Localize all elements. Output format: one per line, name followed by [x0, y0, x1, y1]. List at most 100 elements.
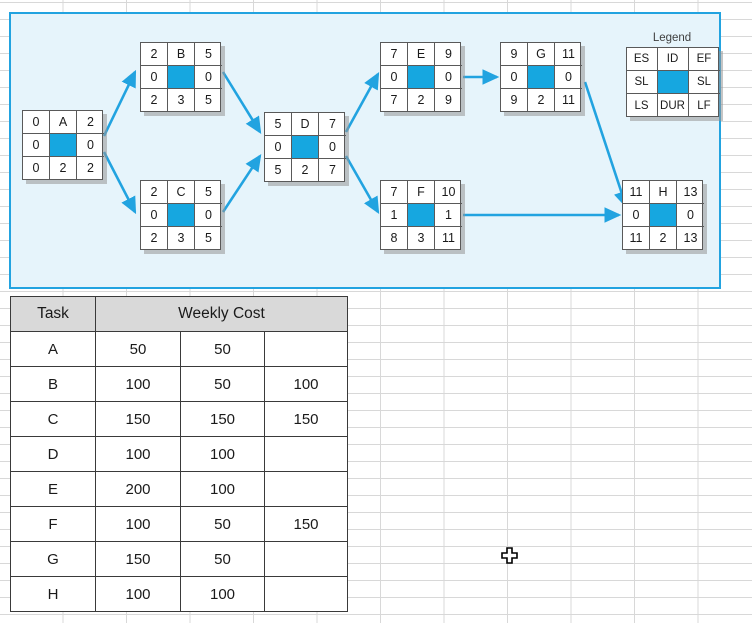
- edge-d-e: [344, 71, 380, 133]
- node-g-lf: 11: [562, 93, 575, 108]
- cell-week1: 150: [95, 401, 181, 437]
- table-row[interactable]: C 150 150 150: [10, 401, 348, 437]
- node-h-highlight: [650, 204, 677, 227]
- node-a-es: 0: [23, 111, 50, 134]
- node-g-ef: 11: [555, 43, 582, 66]
- legend-cell-ls: LS: [627, 94, 658, 117]
- node-g-dur: 2: [528, 89, 555, 112]
- excel-cross-cursor-icon: [501, 547, 518, 564]
- cell-week3: [264, 331, 348, 367]
- node-a-sl-right: 0: [77, 134, 104, 157]
- node-h-sl-left: 0: [623, 204, 650, 227]
- legend: Legend ES ID EF SL SL LS DUR LF: [622, 32, 722, 117]
- header-task: Task: [10, 296, 96, 332]
- node-b-dur: 3: [168, 89, 195, 112]
- node-c-ef: 5: [195, 181, 222, 204]
- node-b-sl-right: 0: [195, 66, 222, 89]
- cell-task: C: [10, 401, 96, 437]
- edge-a-c: [102, 151, 137, 215]
- node-d-dur: 2: [292, 159, 319, 182]
- cell-week3: [264, 576, 348, 612]
- node-e-sl-left: 0: [381, 66, 408, 89]
- table-header-row: Task Weekly Cost: [10, 296, 348, 332]
- legend-cell-sl-left: SL: [626, 71, 658, 94]
- cell-week2: 100: [180, 436, 265, 472]
- table-row[interactable]: H 100 100: [10, 576, 348, 612]
- node-g-id: G: [528, 43, 555, 66]
- table-row[interactable]: F 100 50 150: [10, 506, 348, 542]
- cell-week3: [264, 471, 348, 507]
- node-c[interactable]: 2 C 5 0 0 2 3 5: [140, 180, 222, 250]
- node-b-lf: 5: [205, 93, 212, 108]
- node-a[interactable]: 0 A 2 0 0 0 2 2: [22, 110, 104, 180]
- weekly-cost-table[interactable]: Task Weekly Cost A 50 50 B 100 50 100 C …: [10, 296, 348, 612]
- node-h[interactable]: 11 H 13 0 0 11 2 13: [622, 180, 704, 250]
- cell-task: F: [10, 506, 96, 542]
- node-b-es: 2: [141, 43, 168, 66]
- legend-cell-ef: EF: [688, 48, 720, 71]
- node-f-es: 7: [381, 181, 408, 204]
- node-a-ef: 2: [77, 111, 104, 134]
- node-f-dur: 3: [408, 227, 435, 250]
- cell-week1: 100: [95, 436, 181, 472]
- cell-week3: [264, 436, 348, 472]
- node-c-sl-right: 0: [195, 204, 222, 227]
- table-row[interactable]: E 200 100: [10, 471, 348, 507]
- cell-week2: 100: [180, 471, 265, 507]
- cell-task: G: [10, 541, 96, 577]
- cell-week2: 50: [180, 506, 265, 542]
- node-c-ls: 2: [141, 227, 168, 250]
- node-e-highlight: [408, 66, 435, 89]
- legend-cell-sl-right: SL: [688, 71, 720, 94]
- table-row[interactable]: G 150 50: [10, 541, 348, 577]
- cell-week2: 50: [180, 366, 265, 402]
- node-a-lf: 2: [87, 161, 94, 176]
- node-e-lf: 9: [445, 93, 452, 108]
- node-d-ef: 7: [319, 113, 346, 136]
- node-c-lf: 5: [205, 231, 212, 246]
- cell-task: B: [10, 366, 96, 402]
- node-b-ls: 2: [141, 89, 168, 112]
- table-row[interactable]: A 50 50: [10, 331, 348, 367]
- legend-title: Legend: [652, 32, 692, 44]
- node-h-ef: 13: [677, 181, 704, 204]
- node-e-es: 7: [381, 43, 408, 66]
- node-c-es: 2: [141, 181, 168, 204]
- cell-week2: 50: [180, 331, 265, 367]
- node-e[interactable]: 7 E 9 0 0 7 2 9: [380, 42, 462, 112]
- node-f-ef: 10: [435, 181, 462, 204]
- node-g-es: 9: [501, 43, 528, 66]
- node-b[interactable]: 2 B 5 0 0 2 3 5: [140, 42, 222, 112]
- node-e-sl-right: 0: [435, 66, 462, 89]
- node-e-id: E: [408, 43, 435, 66]
- node-b-sl-left: 0: [141, 66, 168, 89]
- node-d-ls: 5: [265, 159, 292, 182]
- node-e-dur: 2: [408, 89, 435, 112]
- node-b-ef: 5: [195, 43, 222, 66]
- table-row[interactable]: D 100 100: [10, 436, 348, 472]
- node-d-es: 5: [265, 113, 292, 136]
- node-h-es: 11: [623, 181, 650, 204]
- legend-cell-id: ID: [657, 48, 689, 71]
- cell-week3: 150: [264, 506, 348, 542]
- node-g-sl-right: 0: [555, 66, 582, 89]
- network-diagram-panel[interactable]: 0 A 2 0 0 0 2 2 2 B 5 0 0 2 3 5 2 C 5 0 …: [9, 12, 721, 289]
- table-row[interactable]: B 100 50 100: [10, 366, 348, 402]
- node-d-id: D: [292, 113, 319, 136]
- node-a-sl-left: 0: [23, 134, 50, 157]
- table-body: A 50 50 B 100 50 100 C 150 150 150 D 100…: [10, 331, 348, 612]
- edge-a-b: [102, 69, 137, 137]
- node-f[interactable]: 7 F 10 1 1 8 3 11: [380, 180, 462, 250]
- node-g-highlight: [528, 66, 555, 89]
- node-g[interactable]: 9 G 11 0 0 9 2 11: [500, 42, 582, 112]
- edge-d-f: [344, 155, 380, 215]
- legend-box: ES ID EF SL SL LS DUR LF: [625, 47, 720, 117]
- node-c-highlight: [168, 204, 195, 227]
- node-c-sl-left: 0: [141, 204, 168, 227]
- edge-g-h: [583, 81, 629, 209]
- node-f-highlight: [408, 204, 435, 227]
- header-weekly-cost: Weekly Cost: [95, 296, 348, 332]
- node-d[interactable]: 5 D 7 0 0 5 2 7: [264, 112, 346, 182]
- node-h-ls: 11: [623, 227, 650, 250]
- node-f-sl-right: 1: [435, 204, 462, 227]
